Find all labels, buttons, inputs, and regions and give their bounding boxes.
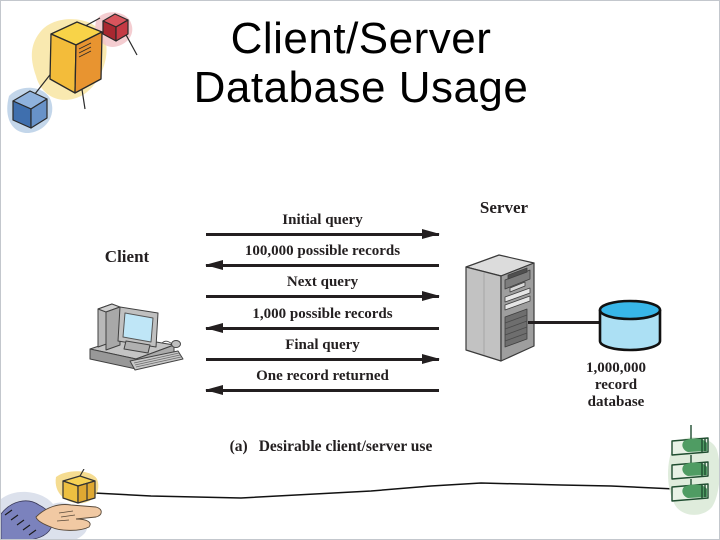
arrow-shaft	[205, 323, 439, 333]
network-cubes-icon	[7, 12, 138, 134]
arrow-shaft	[205, 385, 439, 395]
title-line-1: Client/Server	[230, 14, 492, 63]
caption-text: Desirable client/server use	[258, 438, 433, 455]
figure-caption: (a) Desirable client/server use	[191, 438, 471, 456]
page-title: Client/Server Database Usage	[61, 14, 661, 112]
server-tower-icon	[465, 254, 535, 362]
message-label: Initial query	[282, 212, 363, 228]
message-arrow: Next query	[206, 273, 440, 301]
message-label: One record returned	[256, 368, 389, 384]
database-label-line-3: database	[587, 394, 645, 410]
arrowhead-icon	[422, 291, 440, 301]
title-line-2: Database Usage	[193, 63, 529, 112]
message-arrow: 1,000 possible records	[205, 305, 439, 333]
arrowhead-icon	[205, 323, 223, 333]
arrowhead-icon	[422, 229, 440, 239]
message-label: 1,000 possible records	[252, 306, 393, 322]
message-arrow: 100,000 possible records	[205, 242, 439, 270]
arrowhead-icon	[205, 385, 223, 395]
arrow-shaft	[206, 229, 440, 239]
arrow-shaft	[206, 354, 440, 364]
caption-prefix: (a)	[229, 438, 248, 455]
arrow-shaft	[205, 260, 439, 270]
message-arrow: Initial query	[206, 211, 440, 239]
database-label-line-2: record	[594, 377, 638, 393]
message-label: Final query	[285, 337, 360, 353]
message-arrow: One record returned	[205, 367, 439, 395]
message-arrow: Final query	[206, 336, 440, 364]
arrow-shaft	[206, 291, 440, 301]
message-label: 100,000 possible records	[244, 243, 401, 259]
message-label: Next query	[286, 274, 359, 290]
disk-stack-icon	[668, 425, 719, 515]
squiggle-line	[93, 482, 676, 499]
server-database-connector	[528, 321, 599, 324]
server-label: Server	[479, 198, 529, 217]
database-cylinder-icon	[598, 299, 662, 352]
arrowhead-icon	[205, 260, 223, 270]
client-computer-icon	[89, 303, 184, 371]
client-label: Client	[104, 247, 150, 266]
arrowhead-icon	[422, 354, 440, 364]
database-label-line-1: 1,000,000	[586, 360, 646, 376]
database-label: 1,000,000 record database	[555, 360, 677, 411]
hand-holding-box-icon	[1, 469, 102, 539]
